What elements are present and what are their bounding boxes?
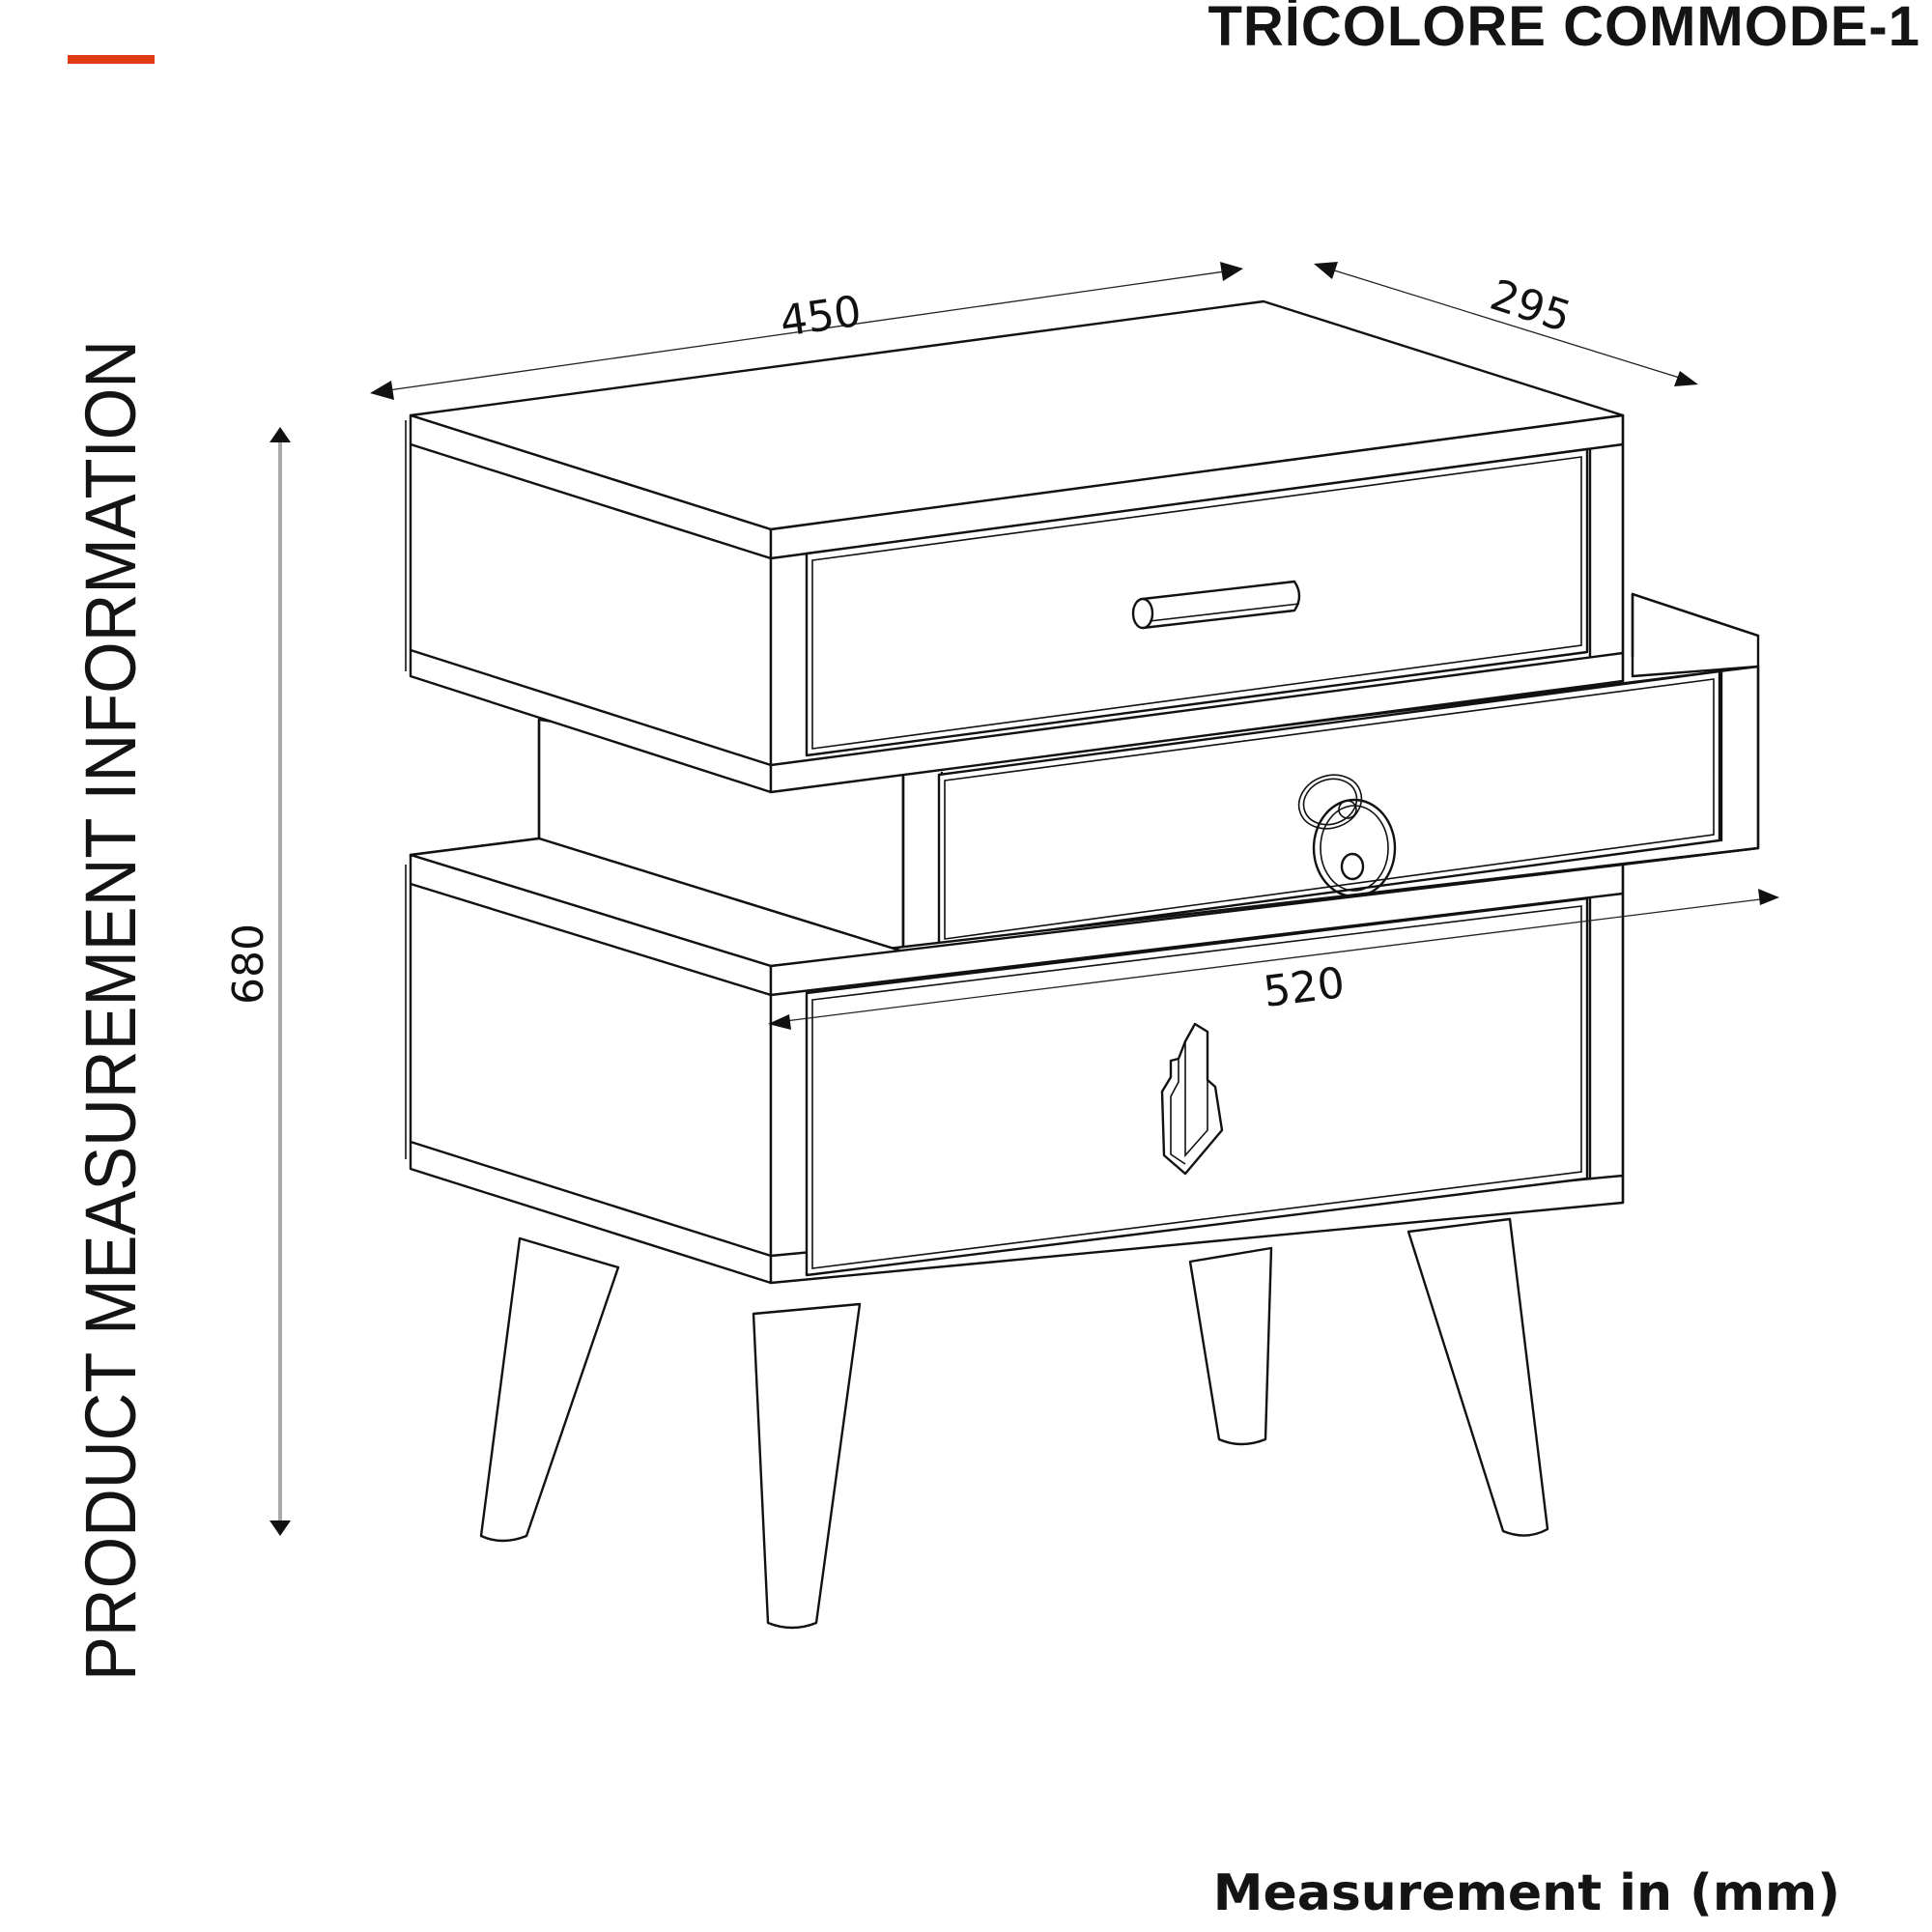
dimension-total-width: 520 [768,889,1779,1030]
arrow-right-icon [1758,889,1779,905]
title-underline [68,55,155,64]
top-module [405,299,1625,794]
height-value: 680 [224,923,273,1005]
arrow-down-icon [270,1520,291,1536]
depth-value: 295 [1485,270,1577,342]
arrow-up-icon [270,427,291,442]
units-note: Measurement in (mm) [1212,1864,1840,1922]
geometric-drop-handle-icon [1160,1022,1224,1176]
leg-front-left [752,1302,862,1630]
middle-module [537,592,1760,953]
bar-handle-icon [1131,580,1301,630]
leg-front-right [1406,1217,1549,1537]
width-value: 450 [777,287,864,347]
arrow-right-icon [1220,262,1243,281]
product-title: TRİCOLORE COMMODE-1 [1208,0,1920,58]
arrow-left-icon [768,1014,791,1030]
dimension-width: 450 [370,262,1243,400]
legs [479,1217,1549,1630]
bottom-module [405,837,1760,1285]
arrow-left-icon [370,381,394,400]
arrow-right-icon [1674,371,1698,386]
drawer-middle-front [937,669,1721,947]
total-width-value: 520 [1261,958,1348,1017]
leg-back-right [1188,1246,1273,1446]
leg-back-left [479,1236,620,1543]
arrow-left-icon [1314,262,1338,279]
dimension-height: 680 [224,427,291,1536]
